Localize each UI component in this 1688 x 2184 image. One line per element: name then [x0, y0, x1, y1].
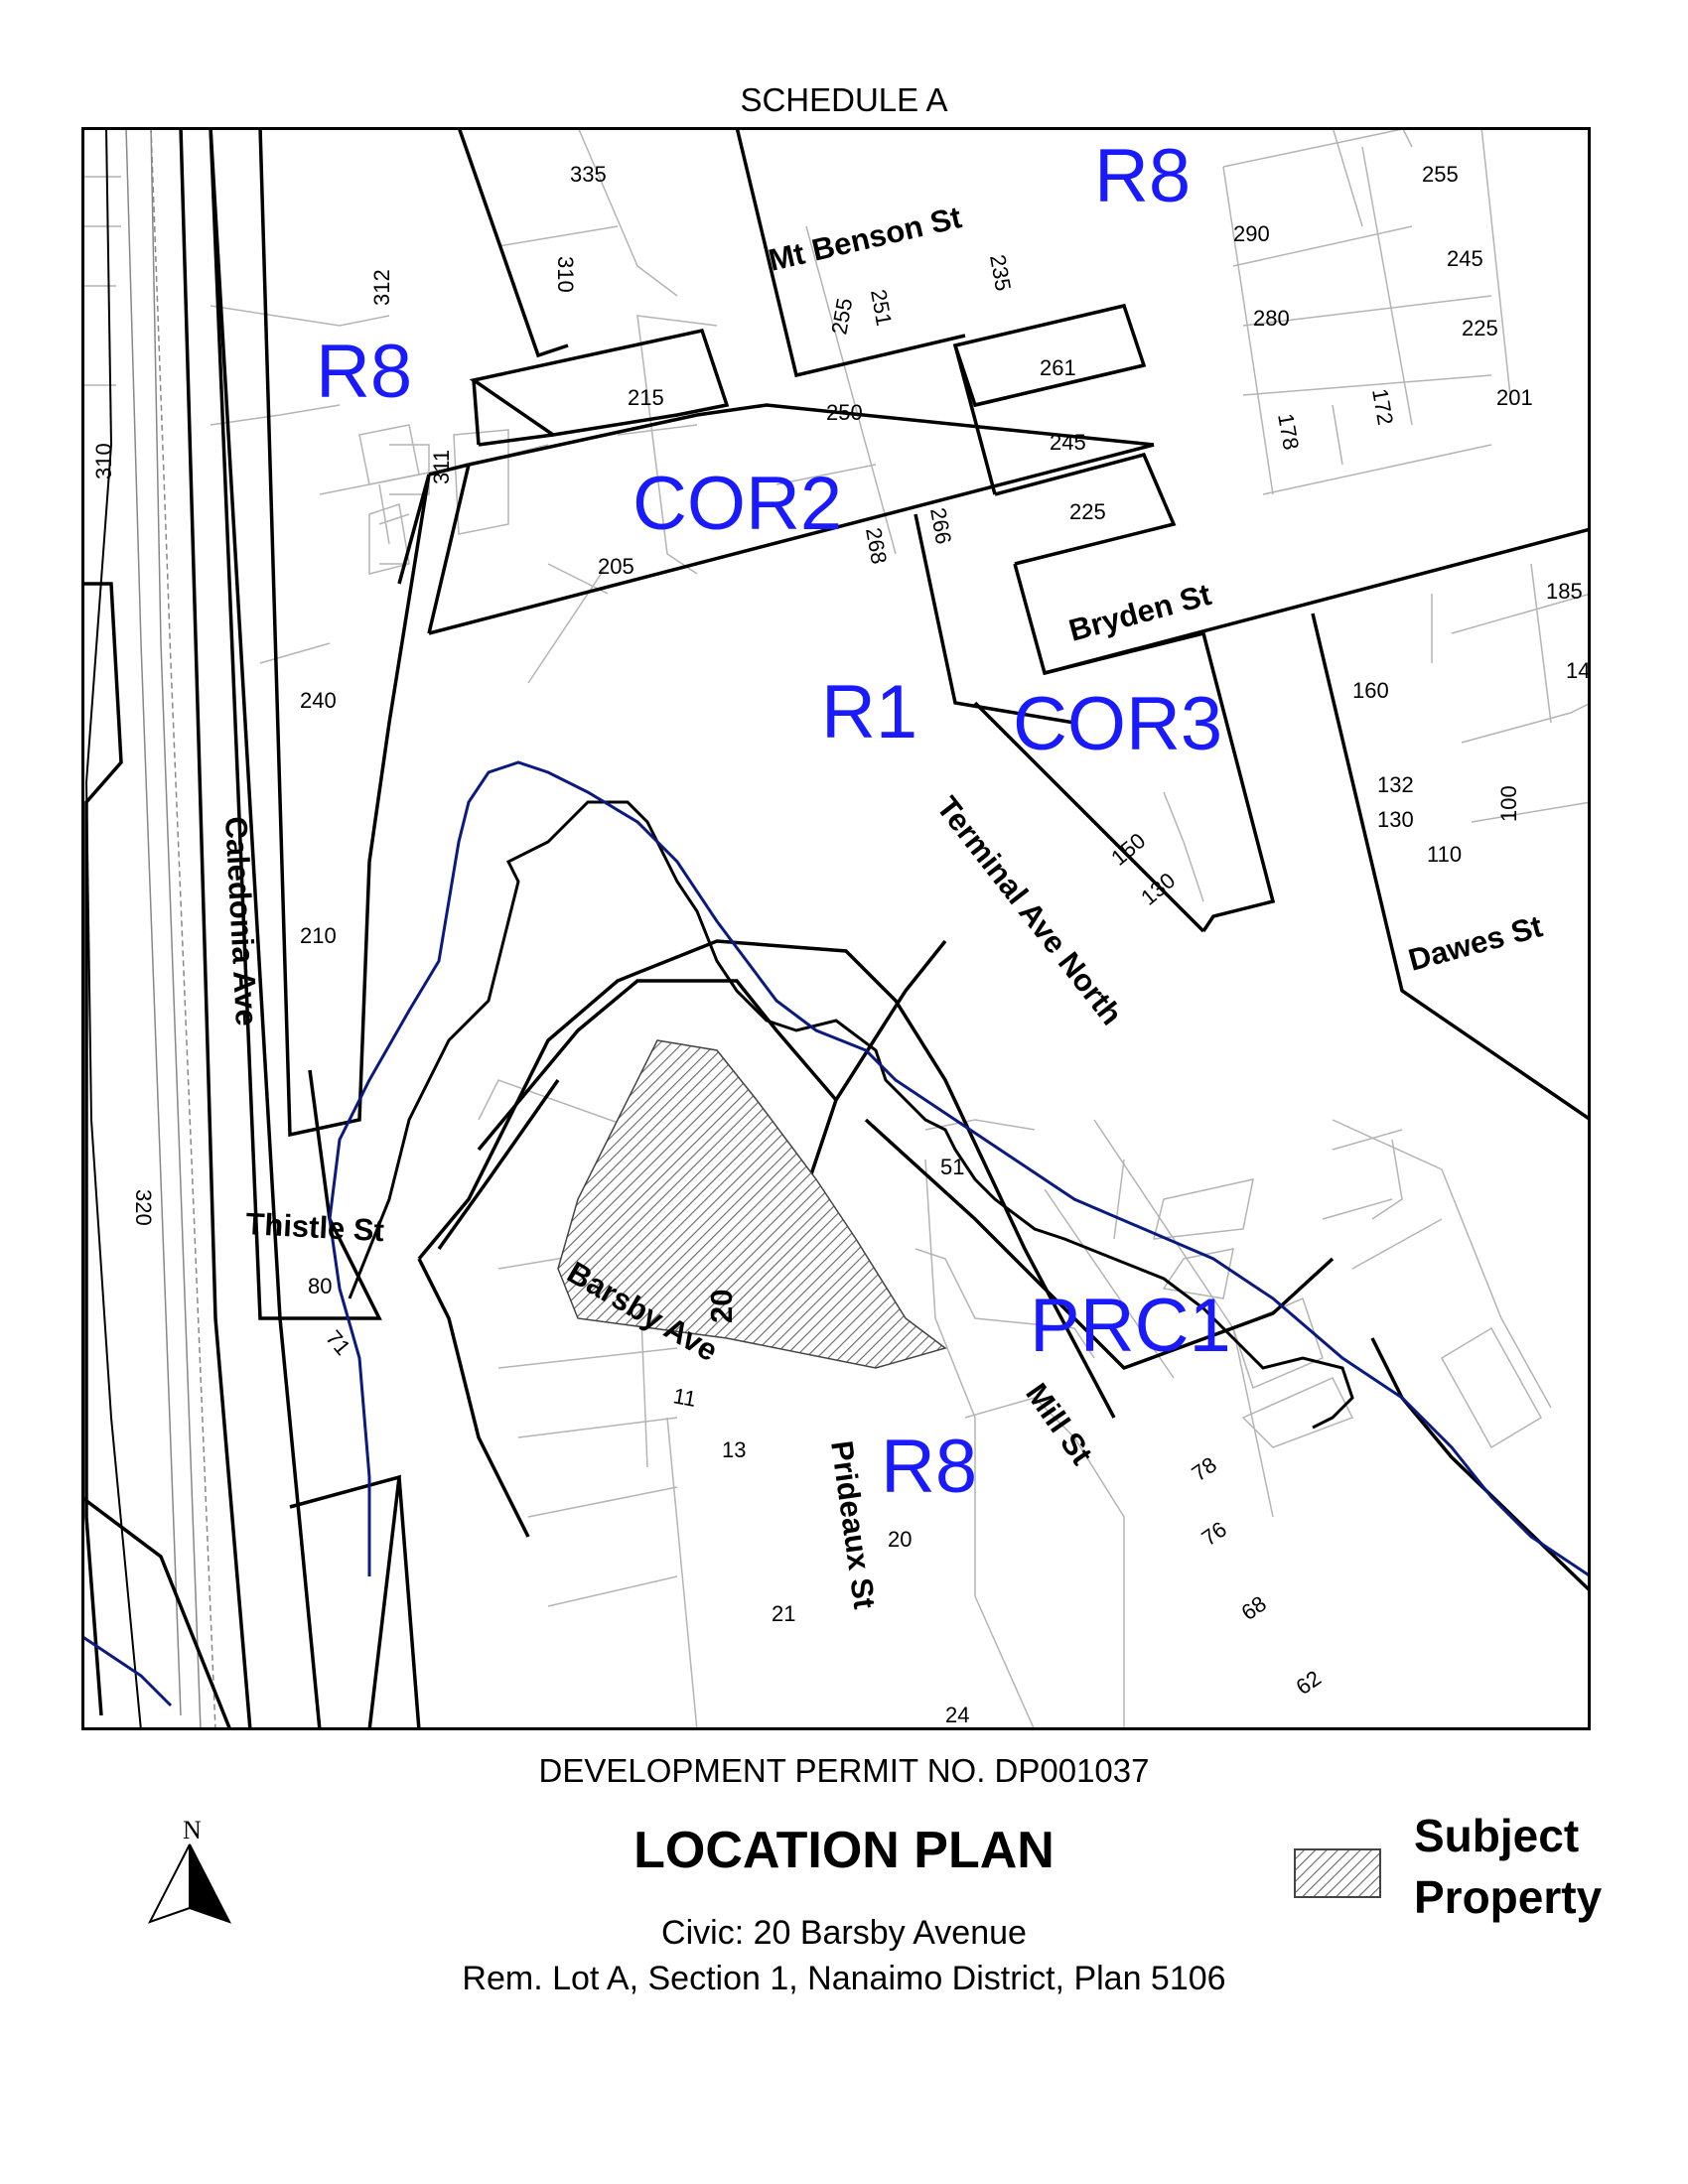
lot-150: 150	[1106, 828, 1150, 871]
lot-76: 76	[1197, 1517, 1231, 1552]
major-boundaries	[81, 127, 1591, 1730]
lot-24: 24	[945, 1703, 969, 1727]
street-mt-benson: Mt Benson St	[766, 200, 965, 278]
street-dawes: Dawes St	[1405, 908, 1546, 977]
zone-labels: R8 R8 COR2 R1 COR3 PRC1 R8	[316, 134, 1231, 1509]
lot-215: 215	[628, 385, 664, 410]
lot-20: 20	[888, 1527, 912, 1552]
lot-268: 268	[861, 526, 892, 567]
water-line	[81, 760, 1591, 1707]
location-map: 335 310 312 255 251 235 290 280 255 245 …	[81, 127, 1591, 1730]
lot-235: 235	[985, 253, 1016, 294]
lot-68: 68	[1237, 1591, 1271, 1626]
lot-311: 311	[429, 450, 454, 484]
lot-290: 290	[1233, 221, 1270, 246]
subject-civic-number: 20	[704, 1290, 739, 1323]
lot-51: 51	[940, 1155, 964, 1179]
zone-r8-top: R8	[1094, 134, 1191, 218]
street-caledonia: Caledonia Ave	[218, 816, 264, 1027]
lot-266: 266	[925, 506, 956, 547]
lot-245a: 245	[1447, 246, 1483, 271]
railway-corridor	[84, 127, 216, 1730]
map-frame	[81, 127, 1591, 1730]
lot-11: 11	[671, 1383, 698, 1412]
lot-62: 62	[1292, 1666, 1326, 1701]
lot-310b: 310	[91, 443, 116, 479]
north-label: N	[183, 1817, 202, 1844]
north-arrow-icon: N	[147, 1817, 232, 1924]
lot-130a: 130	[1377, 807, 1414, 832]
legend-line-1: Subject	[1414, 1810, 1580, 1861]
zone-cor2: COR2	[633, 462, 842, 546]
lot-261: 261	[1040, 355, 1076, 380]
lot-310a: 310	[553, 256, 578, 293]
legal-description: Rem. Lot A, Section 1, Nanaimo District,…	[462, 1960, 1226, 1997]
street-mill: Mill St	[1019, 1377, 1099, 1471]
lot-14: 14	[1566, 658, 1590, 683]
lot-320: 320	[131, 1189, 156, 1226]
lot-172: 172	[1367, 387, 1398, 428]
plan-title: LOCATION PLAN	[633, 1822, 1055, 1879]
legend-label: Subject Property	[1414, 1805, 1602, 1928]
lot-80: 80	[308, 1274, 332, 1298]
zone-prc1: PRC1	[1030, 1284, 1231, 1368]
civic-address: Civic: 20 Barsby Avenue	[661, 1914, 1027, 1952]
street-prideaux: Prideaux St	[824, 1438, 882, 1611]
lot-201: 201	[1496, 385, 1533, 410]
lot-240: 240	[300, 688, 337, 713]
zone-r8-bottom: R8	[881, 1425, 977, 1509]
lot-160: 160	[1352, 678, 1389, 703]
lot-185: 185	[1546, 579, 1583, 604]
lot-100: 100	[1496, 785, 1521, 822]
lot-21: 21	[772, 1601, 795, 1626]
legend-line-2: Property	[1414, 1871, 1603, 1923]
lot-132: 132	[1377, 772, 1414, 797]
lot-210: 210	[300, 923, 337, 948]
street-names: Mt Benson St Bryden St Caledonia Ave Ter…	[218, 200, 1546, 1611]
street-thistle: Thistle St	[245, 1206, 385, 1248]
subject-property	[557, 1039, 947, 1369]
barsby-road	[289, 939, 1116, 1730]
lot-250: 250	[826, 400, 863, 425]
zone-cor3: COR3	[1013, 682, 1222, 766]
lot-280: 280	[1253, 306, 1290, 331]
lot-251: 251	[866, 288, 897, 329]
lot-255a: 255	[826, 296, 857, 337]
zone-r1: R1	[821, 670, 917, 754]
lot-255b: 255	[1422, 162, 1459, 187]
lot-178: 178	[1273, 412, 1304, 453]
lot-78: 78	[1188, 1452, 1221, 1487]
lot-110: 110	[1427, 842, 1462, 867]
development-permit-number: DEVELOPMENT PERMIT NO. DP001037	[538, 1752, 1150, 1789]
lot-335: 335	[570, 162, 607, 187]
schedule-title: SCHEDULE A	[740, 81, 948, 118]
lot-225a: 225	[1462, 316, 1498, 341]
lot-245b: 245	[1050, 430, 1086, 455]
lot-312: 312	[369, 269, 394, 306]
legend-subject-swatch	[1294, 1848, 1381, 1898]
shoreline-top	[348, 800, 1354, 1430]
lot-205: 205	[598, 554, 634, 579]
zone-r8-left: R8	[316, 330, 412, 414]
lot-225b: 225	[1069, 499, 1106, 524]
lot-130b: 130	[1136, 868, 1180, 910]
lot-13: 13	[722, 1437, 746, 1462]
